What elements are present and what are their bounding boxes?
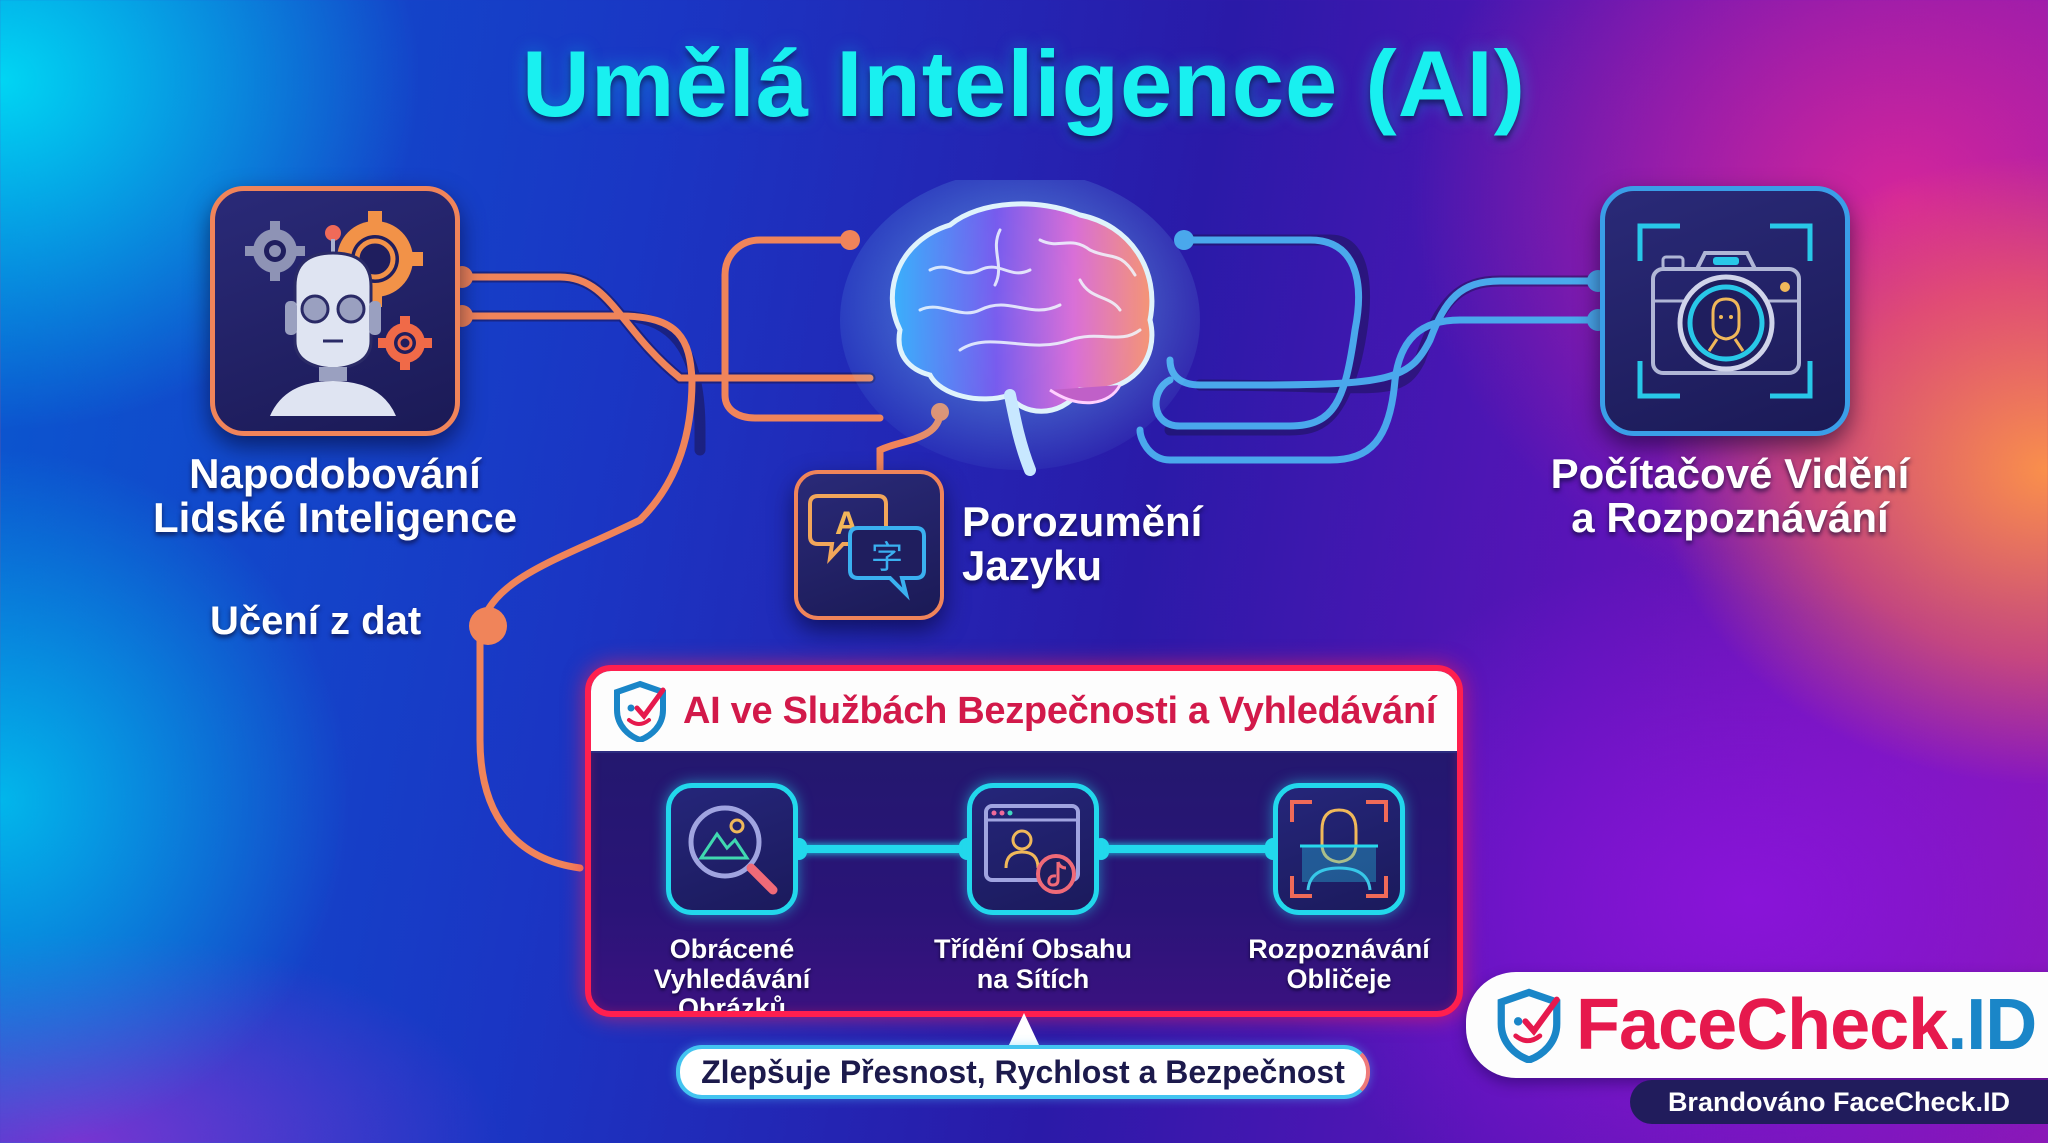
security-services-panel: AI ve Službách Bezpečnosti a Vyhledávání bbox=[585, 665, 1463, 1017]
service-label-social: Třídění Obsahu na Sítích bbox=[908, 934, 1158, 994]
service-label-image-search: Obrácené Vyhledávání Obrázků bbox=[607, 934, 857, 1017]
brand-name-suffix: .ID bbox=[1947, 985, 2037, 1065]
glowing-brain-icon bbox=[840, 180, 1200, 476]
robot-label: Napodobování Lidské Inteligence bbox=[120, 450, 550, 542]
brand-name: FaceCheck.ID bbox=[1576, 984, 2037, 1066]
translate-bubbles-icon: A 字 bbox=[808, 494, 926, 601]
language-label-line1: Porozumění bbox=[962, 498, 1203, 545]
brand-subtitle: Brandováno FaceCheck.ID bbox=[1630, 1080, 2048, 1124]
service-label-line2: Obličeje bbox=[1286, 963, 1392, 994]
language-label: Porozumění Jazyku bbox=[962, 498, 1203, 590]
learning-label: Učení z dat bbox=[210, 599, 422, 643]
panel-header: AI ve Službách Bezpečnosti a Vyhledávání bbox=[591, 671, 1457, 753]
service-connector bbox=[1097, 845, 1275, 853]
panel-header-title: AI ve Službách Bezpečnosti a Vyhledávání bbox=[683, 689, 1437, 732]
brand-logo: FaceCheck.ID bbox=[1466, 972, 2048, 1078]
robot-label-line2: Lidské Inteligence bbox=[152, 494, 518, 542]
vision-label-line2: a Rozpoznávání bbox=[1571, 494, 1889, 542]
cjk-glyph: 字 bbox=[871, 538, 903, 576]
service-label-line1: Rozpoznávání bbox=[1248, 934, 1430, 964]
face-scan-icon bbox=[1290, 800, 1388, 898]
service-label-line2: Vyhledávání Obrázků bbox=[653, 963, 811, 1017]
image-search-icon bbox=[688, 805, 778, 895]
camera-tile bbox=[1600, 186, 1850, 436]
language-label-line2: Jazyku bbox=[962, 542, 1103, 590]
service-label-face-recognition: Rozpoznávání Obličeje bbox=[1214, 934, 1457, 994]
vision-label-line1: Počítačové Vidění bbox=[1550, 450, 1910, 497]
service-tile-social bbox=[967, 783, 1099, 915]
social-profile-icon bbox=[984, 804, 1080, 894]
service-tile-face-recognition bbox=[1273, 783, 1405, 915]
page-title: Umělá Inteligence (AI) bbox=[522, 31, 1526, 136]
service-label-line2: na Sítích bbox=[976, 963, 1090, 994]
language-tile: A 字 bbox=[794, 470, 944, 620]
robot-label-line1: Napodobování bbox=[189, 450, 481, 497]
vision-label: Počítačové Vidění a Rozpoznávání bbox=[1500, 450, 1960, 542]
robot-tile bbox=[210, 186, 460, 436]
brand-name-main: FaceCheck bbox=[1576, 985, 1948, 1065]
service-label-line1: Obrácené bbox=[669, 934, 795, 964]
shield-check-icon bbox=[1497, 988, 1561, 1063]
benefits-callout: Zlepšuje Přesnost, Rychlost a Bezpečnost bbox=[676, 1045, 1370, 1099]
camera-face-icon bbox=[1637, 223, 1813, 399]
service-tile-image-search bbox=[666, 783, 798, 915]
callout-pointer bbox=[1008, 1013, 1040, 1047]
service-connector bbox=[796, 845, 970, 853]
service-label-line1: Třídění Obsahu bbox=[933, 934, 1133, 964]
shield-check-icon bbox=[614, 680, 666, 742]
robot-gears-icon bbox=[245, 211, 432, 416]
